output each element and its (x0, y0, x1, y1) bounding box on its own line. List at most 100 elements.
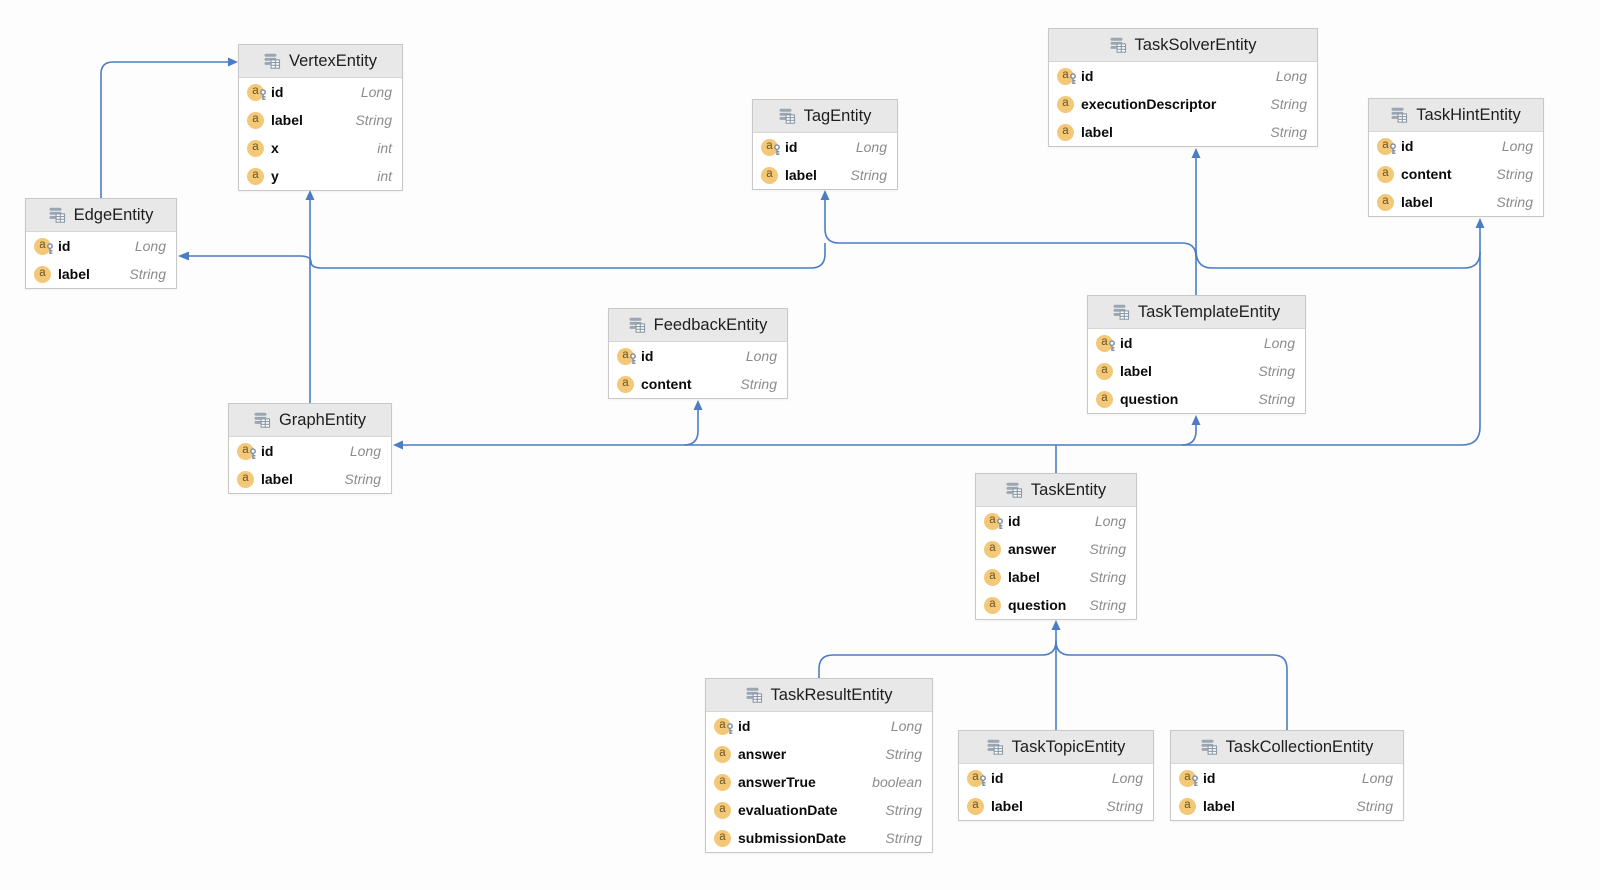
primary-key-attribute-icon: a (247, 83, 266, 101)
arrowhead (1475, 218, 1485, 228)
entity-header: FeedbackEntity (609, 309, 787, 342)
connector-edge-to-vertex (100, 57, 238, 198)
field-type: Long (134, 238, 166, 254)
entity-header: VertexEntity (239, 45, 402, 78)
arrowhead (820, 190, 830, 200)
field-type: String (1270, 96, 1307, 112)
attribute-a-icon: a (247, 167, 264, 185)
arrowhead (1191, 148, 1201, 158)
field-type: Long (745, 348, 777, 364)
field-name: label (991, 798, 1023, 814)
attribute-a-icon: a (1096, 390, 1113, 408)
database-table-icon (1006, 482, 1023, 498)
field-type: boolean (872, 774, 922, 790)
attribute-a-icon: a (714, 745, 731, 763)
field-type: String (885, 830, 922, 846)
database-table-icon (1110, 37, 1127, 53)
attribute-a-icon: a (1057, 95, 1074, 113)
field-type: String (1496, 166, 1533, 182)
field-name: id (641, 348, 654, 364)
key-icon (258, 89, 268, 105)
arrowhead (693, 400, 703, 410)
attribute-a-icon: a (761, 166, 778, 184)
field-name: label (1008, 569, 1040, 585)
arrowhead (178, 251, 189, 261)
key-icon (1388, 143, 1398, 159)
field-name: y (271, 168, 279, 184)
field-type: Long (890, 718, 922, 734)
key-icon (1068, 73, 1078, 89)
primary-key-attribute-icon: a (1096, 334, 1115, 352)
field-name: id (261, 443, 274, 459)
entity-header: TaskResultEntity (706, 679, 932, 712)
attribute-a-icon: a (247, 111, 264, 129)
field-type: Long (360, 84, 392, 100)
database-table-icon (1201, 739, 1218, 755)
database-table-icon (1113, 304, 1130, 320)
field-name: question (1008, 597, 1067, 613)
field-type: int (377, 168, 392, 184)
entity-header: TagEntity (753, 100, 897, 133)
field-name: id (58, 238, 71, 254)
field-name: label (1203, 798, 1235, 814)
connector-task-to-graph-and-taskhint (393, 218, 1485, 450)
field-name: content (641, 376, 692, 392)
attribute-a-icon: a (1057, 123, 1074, 141)
field-name: id (1401, 138, 1414, 154)
field-type: String (355, 112, 392, 128)
database-table-icon (779, 108, 796, 124)
attribute-a-icon: a (1179, 797, 1196, 815)
entity-title: VertexEntity (288, 51, 378, 70)
field-name: id (1203, 770, 1216, 786)
field-type: Long (1275, 68, 1307, 84)
field-name: label (1401, 194, 1433, 210)
entity-title: TaskHintEntity (1416, 105, 1521, 124)
field-type: String (344, 471, 381, 487)
entity-title: TaskResultEntity (770, 685, 893, 704)
field-name: label (1081, 124, 1113, 140)
attribute-a-icon: a (237, 470, 254, 488)
field-name: executionDescriptor (1081, 96, 1217, 112)
attribute-a-icon: a (1096, 362, 1113, 380)
entity-title: FeedbackEntity (653, 315, 768, 334)
field-type: String (129, 266, 166, 282)
attribute-a-icon: a (1377, 193, 1394, 211)
field-type: String (885, 802, 922, 818)
field-name: label (785, 167, 817, 183)
field-type: String (1496, 194, 1533, 210)
field-name: label (1120, 363, 1152, 379)
key-icon (725, 723, 735, 739)
key-icon (628, 353, 638, 369)
field-name: question (1120, 391, 1179, 407)
primary-key-attribute-icon: a (1179, 769, 1198, 787)
attribute-a-icon: a (714, 801, 731, 819)
attribute-a-icon: a (984, 596, 1001, 614)
arrowhead (393, 440, 403, 450)
